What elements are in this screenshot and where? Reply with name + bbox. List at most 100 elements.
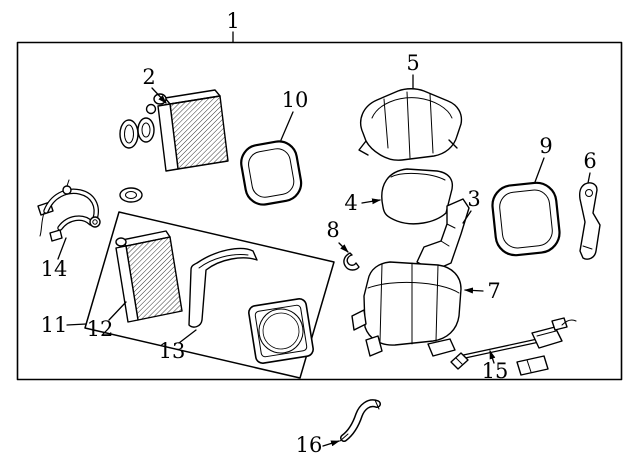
subassembly-border bbox=[84, 211, 335, 379]
seal-outer bbox=[491, 181, 561, 257]
rod-inner bbox=[461, 340, 537, 358]
part-8-clip bbox=[343, 252, 360, 271]
duct-rim-line bbox=[390, 172, 446, 181]
pipe-clamp-tab bbox=[66, 179, 70, 187]
core-pipe-fitting bbox=[115, 237, 127, 247]
case-outline bbox=[359, 88, 463, 161]
hose-inner bbox=[341, 400, 380, 441]
core-side-tank bbox=[115, 245, 139, 323]
leader-7 bbox=[464, 287, 484, 294]
case-rib-3 bbox=[429, 93, 434, 154]
bracket-outline bbox=[578, 182, 601, 260]
pipe-drip-line bbox=[39, 212, 45, 237]
leader-13 bbox=[178, 329, 197, 344]
case-bracket-bottom bbox=[427, 338, 456, 357]
core-side-tank bbox=[157, 103, 179, 172]
connector-wire bbox=[561, 319, 577, 326]
callout-11: 11 bbox=[41, 313, 68, 337]
plate-inner bbox=[254, 304, 308, 358]
piece-edge-1 bbox=[446, 223, 456, 229]
duct-outline bbox=[381, 168, 454, 225]
case-foot-left bbox=[358, 140, 369, 156]
strip-outline bbox=[188, 247, 258, 328]
part-16-drain-hose bbox=[339, 399, 381, 442]
seal-outer bbox=[240, 140, 303, 206]
grommet-outer bbox=[119, 187, 143, 203]
pipe-clamp bbox=[62, 185, 72, 195]
leader-4 bbox=[361, 198, 381, 205]
callout-3: 3 bbox=[467, 187, 480, 211]
leader-11 bbox=[66, 323, 87, 326]
case-rib-2 bbox=[406, 91, 411, 159]
strip-edge bbox=[198, 254, 249, 269]
gasket-ring-inner bbox=[124, 124, 134, 144]
leader-12 bbox=[108, 301, 127, 321]
part-6-bracket bbox=[578, 182, 601, 260]
case-foot-left bbox=[351, 309, 367, 331]
bracket-hole bbox=[585, 189, 593, 197]
rod-bracket bbox=[516, 355, 549, 376]
case-rim-line bbox=[371, 97, 453, 119]
leader-16 bbox=[322, 440, 340, 447]
hose-end-cap-1 bbox=[339, 433, 349, 442]
part-2-evaporator-core bbox=[119, 89, 229, 203]
part-10-seal bbox=[240, 140, 303, 206]
part-13-seal-strip bbox=[188, 247, 258, 328]
leader-3 bbox=[462, 210, 472, 224]
part-1-assembly-border bbox=[16, 41, 623, 381]
callout-5: 5 bbox=[406, 51, 419, 75]
diagram-linework bbox=[16, 31, 623, 447]
grommet-inner bbox=[125, 191, 137, 199]
callout-labels: 1 2 3 4 5 6 7 8 9 10 11 12 13 14 15 16 bbox=[41, 9, 597, 457]
case-foot-bottom bbox=[365, 335, 383, 357]
core-fins bbox=[169, 95, 229, 170]
part-5-upper-case bbox=[358, 88, 463, 161]
callout-16: 16 bbox=[296, 433, 323, 457]
clip-outline bbox=[343, 252, 360, 271]
part-7-lower-case bbox=[351, 261, 462, 357]
seal-inner bbox=[248, 148, 295, 198]
pipe-nut bbox=[89, 216, 101, 228]
plate-ring bbox=[258, 308, 304, 354]
callout-15: 15 bbox=[482, 359, 509, 383]
gasket-ring-2-outer bbox=[137, 117, 155, 143]
part-12-evaporator-core bbox=[115, 230, 183, 323]
connector-line bbox=[536, 330, 557, 337]
pipe-bracket bbox=[49, 229, 63, 242]
bracket-edge bbox=[582, 245, 593, 250]
leader-2 bbox=[151, 87, 167, 104]
callout-2: 2 bbox=[142, 65, 155, 89]
hose-end-cap-2 bbox=[374, 399, 380, 410]
callout-12: 12 bbox=[87, 317, 114, 341]
leader-lines bbox=[57, 31, 591, 447]
callout-4: 4 bbox=[344, 191, 357, 215]
leader-15 bbox=[489, 350, 496, 364]
pipe-nut-hole bbox=[92, 219, 98, 225]
leader-9 bbox=[534, 157, 545, 183]
case-rim-line bbox=[367, 281, 460, 294]
part-9-seal bbox=[491, 181, 561, 257]
leader-8 bbox=[338, 242, 349, 253]
callout-1: 1 bbox=[226, 9, 239, 33]
seal-plate bbox=[248, 298, 314, 364]
seal-inner bbox=[499, 189, 553, 249]
leader-6 bbox=[587, 172, 591, 184]
case-rib-1 bbox=[379, 263, 383, 343]
plate-ring-inner bbox=[262, 312, 300, 350]
leader-14 bbox=[57, 237, 67, 260]
rod-bracket-slot bbox=[526, 359, 532, 373]
rod-fork-slot bbox=[455, 357, 463, 365]
case-rib-1 bbox=[383, 98, 389, 149]
callout-14: 14 bbox=[41, 257, 68, 281]
part-14-pipes bbox=[37, 179, 101, 242]
pipe-b-inner bbox=[58, 216, 93, 230]
pipe-a-inner bbox=[44, 189, 98, 221]
piece-edge-2 bbox=[440, 240, 450, 247]
leader-10 bbox=[280, 111, 294, 141]
case-rib-3 bbox=[435, 264, 439, 342]
core-pipe-port bbox=[145, 103, 157, 115]
rod-connector bbox=[531, 326, 563, 349]
callout-7: 7 bbox=[487, 279, 500, 303]
